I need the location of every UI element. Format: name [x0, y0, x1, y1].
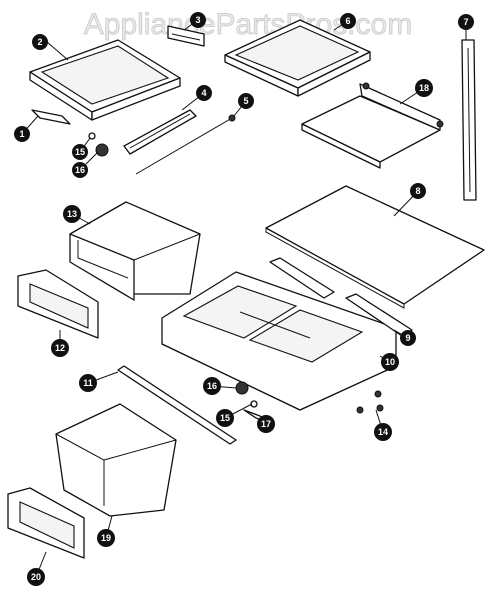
part-vertical-rail [461, 39, 477, 201]
part-crisper-frame-upper [17, 269, 99, 339]
callout-12-label: 12 [55, 343, 65, 353]
callout-9: 9 [400, 330, 416, 346]
callout-14-label: 14 [378, 427, 388, 437]
callout-15-upper-label: 15 [75, 147, 85, 157]
part-bracket-strip [269, 257, 413, 337]
part-rod [135, 114, 236, 175]
part-rail-lower [117, 365, 237, 445]
callout-15-upper: 15 [72, 144, 88, 160]
part-crisper-frame-lower [7, 487, 85, 559]
callout-12: 12 [51, 339, 69, 357]
callout-19: 19 [97, 529, 115, 547]
callout-16-upper-label: 16 [75, 165, 85, 175]
part-crisper-frame-main [161, 271, 397, 411]
part-shelf-glass-right [224, 19, 371, 97]
callout-19-label: 19 [101, 533, 111, 543]
callout-13: 13 [63, 205, 81, 223]
callout-3: 3 [190, 12, 206, 28]
callout-1-label: 1 [19, 129, 24, 139]
callout-16-lower-label: 16 [207, 381, 217, 391]
callout-16-upper: 16 [72, 162, 88, 178]
callout-20: 20 [27, 568, 45, 586]
part-glass-panel [265, 185, 485, 309]
callout-18: 18 [415, 79, 433, 97]
callout-7: 7 [458, 14, 474, 30]
callout-3-label: 3 [195, 15, 200, 25]
part-fittings-upper [88, 132, 109, 157]
callout-10: 10 [381, 353, 399, 371]
part-shelf-glass-left [29, 39, 181, 121]
callout-6-label: 6 [345, 16, 350, 26]
part-crisper-drawer [55, 403, 177, 517]
callout-4-label: 4 [201, 88, 206, 98]
callout-17-label: 17 [261, 419, 271, 429]
callout-4: 4 [196, 85, 212, 101]
part-folding-shelf [301, 82, 444, 169]
callout-5: 5 [238, 93, 254, 109]
callout-5-label: 5 [243, 96, 248, 106]
callout-20-label: 20 [31, 572, 41, 582]
callout-15-lower-label: 15 [220, 413, 230, 423]
part-shelf-trim [123, 109, 197, 155]
callout-15-lower: 15 [216, 409, 234, 427]
callout-14: 14 [374, 423, 392, 441]
callout-16-lower: 16 [203, 377, 221, 395]
callout-6: 6 [340, 13, 356, 29]
callout-8: 8 [410, 183, 426, 199]
part-bracket [167, 25, 205, 47]
callout-2-label: 2 [37, 37, 42, 47]
callout-10-label: 10 [385, 357, 395, 367]
callout-11: 11 [79, 374, 97, 392]
part-crisper-pan [69, 201, 201, 301]
callout-8-label: 8 [415, 186, 420, 196]
callout-9-label: 9 [405, 333, 410, 343]
part-screws [356, 390, 384, 414]
callout-1: 1 [14, 126, 30, 142]
part-clip [31, 109, 71, 125]
callout-11-label: 11 [83, 378, 93, 388]
callout-17: 17 [257, 415, 275, 433]
callout-7-label: 7 [463, 17, 468, 27]
callout-13-label: 13 [67, 209, 77, 219]
callout-2: 2 [32, 34, 48, 50]
callout-18-label: 18 [419, 83, 429, 93]
watermark: AppliancePartsPros.com [84, 8, 412, 41]
